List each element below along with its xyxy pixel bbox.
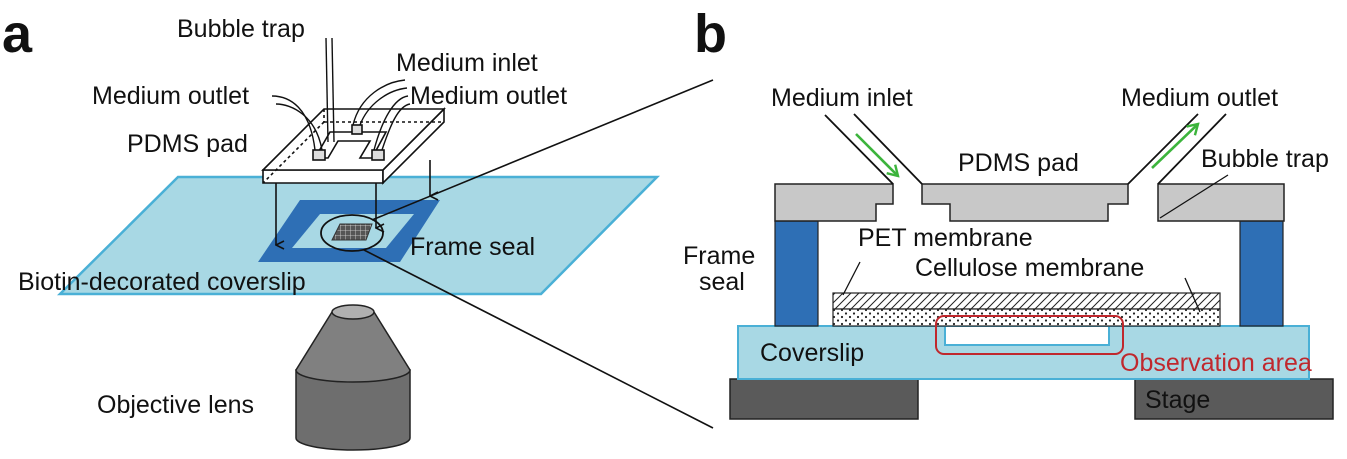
label-medium-outlet-a-left: Medium outlet <box>92 82 249 110</box>
label-cellulose-membrane: Cellulose membrane <box>915 254 1144 282</box>
label-medium-outlet-b: Medium outlet <box>1121 84 1278 112</box>
zoom-line <box>371 79 714 221</box>
cellulose-membrane <box>832 308 1221 327</box>
membrane-grid <box>331 223 373 241</box>
frame-seal-left <box>774 220 819 327</box>
panel-a: a <box>2 4 714 451</box>
observation-area-box <box>935 315 1124 355</box>
label-bubble-trap-a: Bubble trap <box>177 15 305 43</box>
inflow-arrow <box>855 133 898 176</box>
pdms-pad-right <box>1157 183 1285 222</box>
outflow-arrow <box>1151 124 1198 169</box>
label-objective-lens: Objective lens <box>97 391 254 419</box>
leader-line <box>1184 277 1201 313</box>
label-medium-outlet-a-right: Medium outlet <box>410 82 567 110</box>
panel-b: b Medium <box>683 4 1334 420</box>
label-frame-seal-a: Frame seal <box>410 233 535 261</box>
label-pdms-pad-a: PDMS pad <box>127 130 248 158</box>
pdms-pad-middle <box>921 183 1129 222</box>
pdms-pad-box <box>261 107 446 185</box>
zoom-ellipse <box>320 214 384 252</box>
label-frame-seal-b-line1: Frame <box>683 242 755 270</box>
leader-line <box>1159 174 1229 219</box>
leader-line <box>842 261 861 296</box>
stage-right <box>1134 378 1334 420</box>
objective-lens <box>295 304 411 451</box>
frame-seal-right <box>1239 220 1284 327</box>
panel-letter-b: b <box>694 4 727 64</box>
label-coverslip-a: Biotin-decorated coverslip <box>18 268 306 296</box>
label-pdms-pad-b: PDMS pad <box>958 149 1079 177</box>
panel-letter-a: a <box>2 4 33 64</box>
zoom-line <box>363 249 714 429</box>
tubes <box>824 113 1227 185</box>
label-bubble-trap-b: Bubble trap <box>1201 145 1329 173</box>
label-stage: Stage <box>1145 386 1210 414</box>
tubing <box>271 37 411 151</box>
stage-left <box>729 378 919 420</box>
pdms-pad-left <box>774 183 894 222</box>
label-observation-area: Observation area <box>1120 349 1312 377</box>
label-medium-inlet-a: Medium inlet <box>396 49 538 77</box>
pet-membrane <box>832 292 1221 310</box>
label-frame-seal-b-line2: seal <box>699 268 745 296</box>
label-coverslip-b: Coverslip <box>760 339 864 367</box>
label-pet-membrane: PET membrane <box>858 224 1033 252</box>
coverslip-recess <box>944 325 1110 346</box>
label-medium-inlet-b: Medium inlet <box>771 84 913 112</box>
